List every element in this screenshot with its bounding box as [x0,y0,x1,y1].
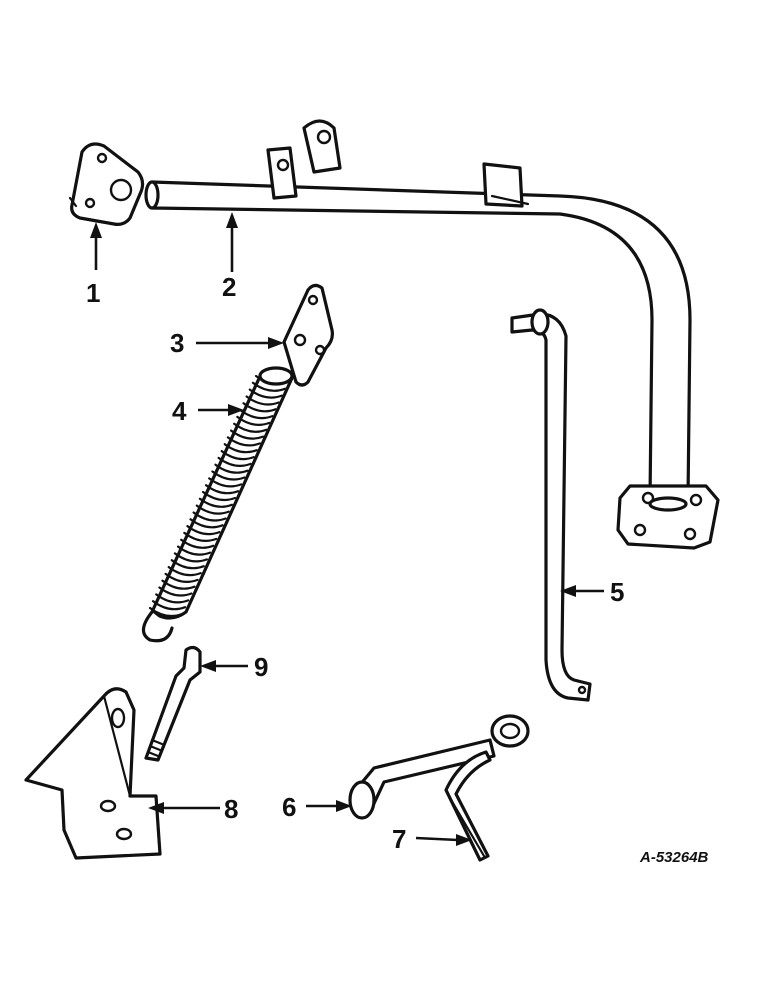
leader-7 [415,836,459,842]
callout-labels: 1 2 3 4 5 6 7 8 9 [86,272,624,854]
arrowhead-3 [268,337,284,349]
callout-3: 3 [170,328,184,358]
arrowhead-6 [336,800,352,812]
arrowhead-7 [456,834,472,846]
arrowhead-4 [228,404,244,416]
arrowhead-2 [226,212,238,228]
arrowhead-5 [560,585,576,597]
part-5-offset-rod [510,308,592,702]
part-9-hook-bolt [144,645,202,762]
part-6-eye-lever [348,714,530,820]
callout-6: 6 [282,792,296,822]
arrowhead-1 [90,222,102,238]
callout-7: 7 [392,824,406,854]
part-2-bent-tube [144,119,720,550]
drawing-code: A-53264B [639,849,709,866]
callout-4: 4 [172,396,187,426]
part-4-coil-spring [141,366,294,643]
part-3-diamond-plate [282,283,334,387]
callout-2: 2 [222,272,236,302]
callout-5: 5 [610,577,624,607]
part-1-mounting-plate [68,142,145,226]
arrowhead-9 [200,660,216,672]
leader-lines [90,212,604,846]
callout-8: 8 [224,794,238,824]
part-8-angle-bracket [24,687,162,860]
part-7-cable [444,750,492,862]
arrowhead-8 [148,802,164,814]
callout-1: 1 [86,278,100,308]
callout-9: 9 [254,652,268,682]
